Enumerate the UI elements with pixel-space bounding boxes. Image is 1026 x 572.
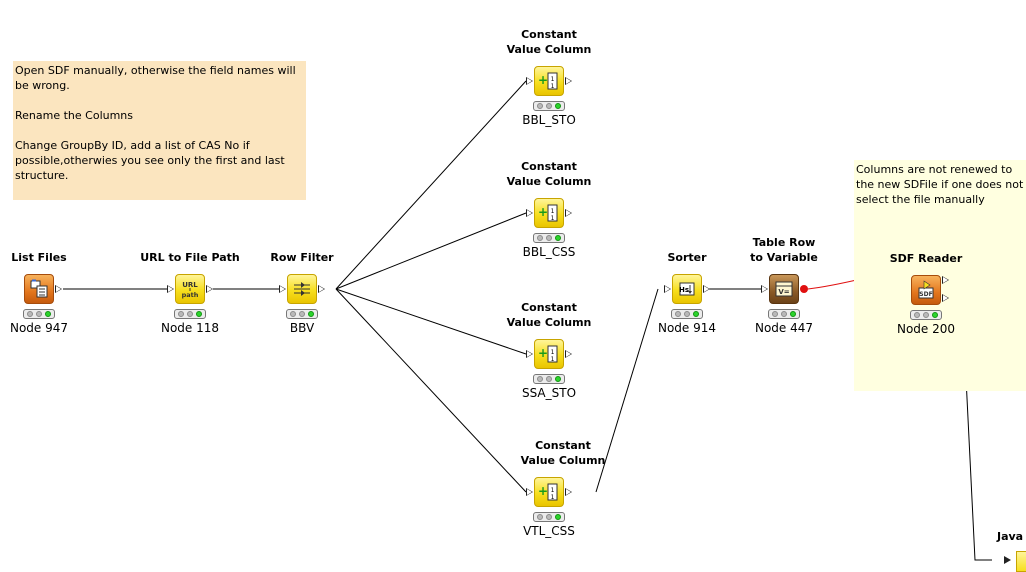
svg-text:1: 1 — [551, 494, 555, 501]
node-title: Constant Value Column — [506, 301, 592, 329]
node-title: Row Filter — [270, 251, 334, 264]
workflow-annotation-sdf-notes[interactable]: Open SDF manually, otherwise the field n… — [13, 61, 306, 200]
svg-text:+: + — [538, 73, 548, 87]
node-status-traffic-light — [23, 309, 55, 319]
svg-text:+: + — [538, 205, 548, 219]
svg-text:URL: URL — [182, 281, 198, 289]
node-status-traffic-light — [533, 233, 565, 243]
output-port[interactable] — [703, 285, 710, 293]
connection-row-filter-to-ssa-sto[interactable] — [335, 288, 527, 355]
java-node-icon-partial[interactable] — [1016, 551, 1026, 572]
input-port[interactable] — [526, 77, 533, 85]
input-port[interactable] — [526, 488, 533, 496]
svg-text:path: path — [182, 291, 199, 299]
node-status-traffic-light — [768, 309, 800, 319]
workflow-annotation-columns-note[interactable]: Columns are not renewed to the new SDFil… — [854, 160, 1026, 391]
input-port[interactable] — [526, 350, 533, 358]
output-port[interactable] — [565, 488, 572, 496]
node-label[interactable]: Node 447 — [754, 321, 814, 335]
node-title: Table Row to Variable — [750, 236, 818, 264]
output-port[interactable] — [942, 294, 949, 302]
node-status-traffic-light — [533, 374, 565, 384]
node-status-traffic-light — [174, 309, 206, 319]
node-title: Constant Value Column — [520, 439, 606, 467]
connection-row-filter-to-vtl-css[interactable] — [335, 288, 527, 493]
node-title: Constant Value Column — [506, 28, 592, 56]
svg-text:1: 1 — [551, 208, 555, 215]
input-port[interactable] — [526, 209, 533, 217]
node-label[interactable]: VTL_CSS — [523, 524, 575, 538]
node-status-traffic-light — [671, 309, 703, 319]
svg-text:Hs: Hs — [679, 286, 689, 294]
node-title: Constant Value Column — [506, 160, 592, 188]
sdf-reader-icon[interactable]: SDF — [911, 275, 941, 305]
node-label[interactable]: SSA_STO — [521, 386, 577, 400]
node-label[interactable]: Node 200 — [896, 322, 956, 336]
svg-text:V=: V= — [778, 288, 789, 296]
node-label[interactable]: BBL_STO — [522, 113, 576, 127]
node-status-traffic-light — [910, 310, 942, 320]
node-title: SDF Reader — [889, 252, 963, 265]
output-port[interactable] — [206, 285, 213, 293]
node-label[interactable]: Node 947 — [9, 321, 69, 335]
output-port[interactable] — [565, 350, 572, 358]
svg-text:1: 1 — [551, 83, 555, 90]
svg-text:SDF: SDF — [919, 291, 932, 298]
output-port[interactable] — [565, 77, 572, 85]
svg-text:+: + — [538, 346, 548, 360]
input-port[interactable] — [1004, 556, 1011, 564]
node-title-java-partial: Java S — [997, 530, 1026, 543]
node-label[interactable]: Node 118 — [160, 321, 220, 335]
node-status-traffic-light — [533, 101, 565, 111]
url-to-path-icon[interactable]: URL path — [175, 274, 205, 304]
sorter-icon[interactable]: Hs — [672, 274, 702, 304]
node-title: Sorter — [667, 251, 707, 264]
input-port[interactable] — [664, 285, 671, 293]
node-title: URL to File Path — [140, 251, 240, 264]
svg-text:1: 1 — [551, 76, 555, 83]
svg-text:1: 1 — [551, 215, 555, 222]
list-files-icon[interactable] — [24, 274, 54, 304]
svg-text:1: 1 — [551, 349, 555, 356]
node-label[interactable]: BBL_CSS — [522, 245, 576, 259]
svg-text:1: 1 — [551, 487, 555, 494]
output-port[interactable] — [55, 285, 62, 293]
input-port[interactable] — [167, 285, 174, 293]
input-port[interactable] — [279, 285, 286, 293]
svg-text:1: 1 — [551, 356, 555, 363]
node-label[interactable]: BBV — [289, 321, 315, 335]
row-filter-icon[interactable] — [287, 274, 317, 304]
flow-variable-output-port[interactable] — [800, 285, 808, 293]
svg-text:+: + — [538, 484, 548, 498]
node-status-traffic-light — [533, 512, 565, 522]
node-label[interactable]: Node 914 — [657, 321, 717, 335]
connection-row-filter-to-bbl-sto[interactable] — [335, 80, 527, 290]
output-port[interactable] — [565, 209, 572, 217]
node-title: List Files — [11, 251, 67, 264]
output-port[interactable] — [318, 285, 325, 293]
table-row-to-variable-icon[interactable]: V= — [769, 274, 799, 304]
node-status-traffic-light — [286, 309, 318, 319]
connection-vtl-css-to-sorter[interactable] — [595, 288, 659, 493]
connection-row-filter-to-bbl-css[interactable] — [335, 212, 527, 290]
output-port[interactable] — [942, 276, 949, 284]
input-port[interactable] — [761, 285, 768, 293]
